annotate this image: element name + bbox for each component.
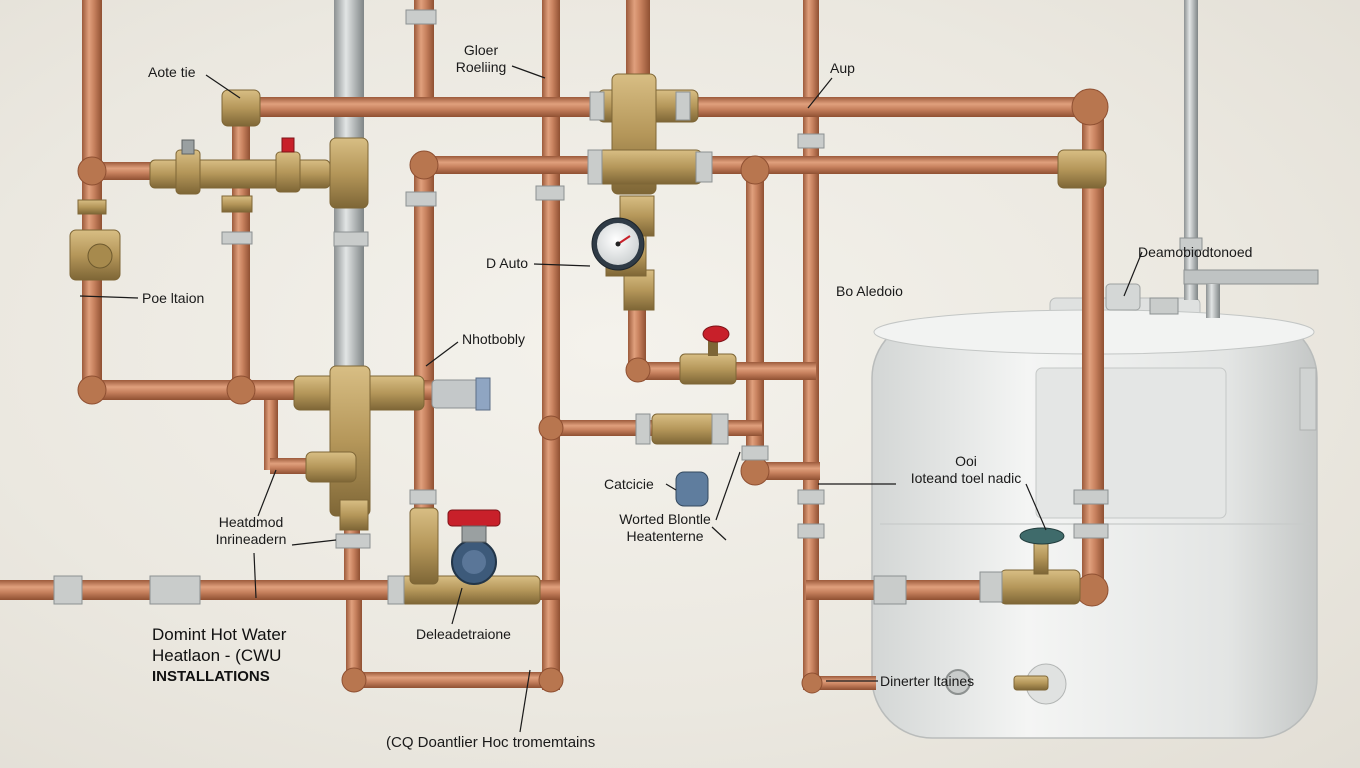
label-ooi-line1: Ooi (955, 453, 977, 469)
label-nhotbobly: Nhotbobly (462, 331, 526, 347)
label-worted-line1: Worted Blontle (619, 511, 711, 527)
diagram-title-line3: INSTALLATIONS (152, 668, 270, 685)
label-bo-aledoio: Bo Aledoio (836, 283, 903, 299)
label-worted: Worted Blontle Heatenterne (610, 511, 720, 545)
label-d-auto: D Auto (486, 255, 529, 271)
diagram-title-line1: Domint Hot Water (152, 625, 287, 644)
label-gloer-line2: Roeliing (455, 59, 507, 75)
label-top-right: Deamobiodtonoed (1138, 244, 1253, 260)
label-heatdmd-line2: Inrineadern (215, 531, 287, 547)
label-heatdmd: Heatdmod Inrineadern (196, 514, 306, 548)
label-dinerter: Dinerter ltaines (880, 673, 975, 689)
label-heatdmd-line1: Heatdmod (218, 514, 284, 530)
label-aup: Aup (830, 60, 855, 76)
label-ooi: Ooi Ioteand toel nadic (896, 453, 1036, 487)
compression-fittings (53, 9, 1203, 605)
label-worted-line2: Heatenterne (626, 528, 704, 544)
label-aote-tie: Aote tie (148, 64, 196, 80)
diagram-title: Domint Hot Water Heatlaon - (CWU INSTALL… (152, 624, 286, 687)
leader-lines (79, 65, 1143, 733)
label-poe-ltaion: Poe ltaion (142, 290, 205, 306)
label-gloer-line1: Gloer (463, 42, 499, 58)
fittings (69, 73, 1179, 605)
copper-pipes-vertical (82, 0, 1104, 690)
label-gloer: Gloer Roeliing (446, 42, 516, 76)
label-bottom: (CQ Doantlier Hoc tromemtains (386, 734, 596, 751)
label-deleadetraione: Deleadetraione (416, 626, 511, 642)
label-ooi-line2: Ioteand toel nadic (910, 470, 1022, 486)
pipe-elbows (77, 88, 1109, 694)
diagram-title-line2: Heatlaon - (CWU (152, 646, 282, 665)
label-catcicie: Catcicie (604, 476, 654, 492)
